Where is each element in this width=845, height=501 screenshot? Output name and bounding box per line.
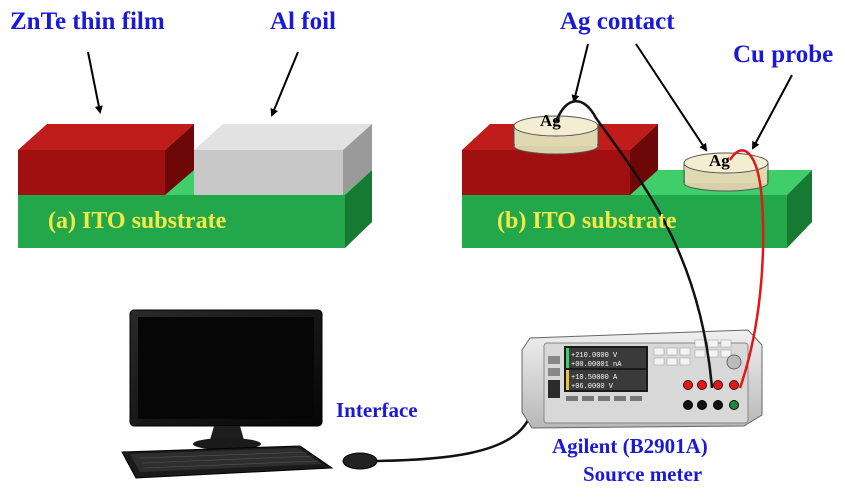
- al-block-side: [343, 124, 372, 195]
- label-substrate-a: (a) ITO substrate: [48, 208, 227, 234]
- substrate-a: [18, 124, 372, 248]
- meter-reading-4: +06.0000 V: [571, 383, 614, 391]
- znte-block-b-front: [462, 150, 630, 195]
- red-wire: [728, 149, 765, 389]
- al-block-front: [194, 150, 343, 195]
- label-ag-contact: Ag contact: [560, 8, 675, 35]
- label-meter-name: Source meter: [583, 462, 703, 486]
- arrow-ag-contact-2: [635, 43, 708, 152]
- meter-reading-2: +00.00001 nA: [571, 361, 622, 369]
- substrate-a-front: [18, 195, 345, 248]
- keyboard: [121, 445, 334, 479]
- label-cu-probe: Cu probe: [733, 41, 834, 68]
- meter-reading-3: +10.50000 A: [571, 374, 618, 382]
- substrate-a-side: [345, 170, 372, 248]
- arrow-al-foil: [270, 51, 299, 117]
- monitor: [129, 309, 323, 450]
- ag-disc-1: [513, 115, 599, 155]
- label-znte-film: ZnTe thin film: [10, 8, 165, 35]
- meter-reading-1: +210.0000 V: [571, 352, 618, 360]
- label-ag-2: Ag: [709, 151, 730, 170]
- substrate-b-side: [787, 170, 812, 248]
- label-interface: Interface: [336, 398, 418, 422]
- znte-block-a-front: [18, 150, 165, 195]
- source-meter: +210.0000 V +00.00001 nA +10.50000 A +06…: [521, 329, 763, 429]
- arrow-znte: [87, 51, 103, 114]
- computer: [121, 309, 378, 479]
- substrate-b-front: [462, 195, 787, 248]
- label-substrate-b: (b) ITO substrate: [497, 208, 677, 234]
- ag-disc-2: [683, 152, 769, 192]
- meter-terminals: [683, 380, 739, 410]
- znte-block-a-side: [165, 124, 194, 195]
- arrow-cu-probe: [752, 74, 793, 150]
- black-wire: [554, 100, 714, 389]
- arrow-ag-contact-1: [571, 43, 589, 103]
- label-ag-1: Ag: [540, 111, 561, 130]
- label-al-foil: Al foil: [270, 8, 336, 35]
- al-block-top: [194, 124, 372, 150]
- mouse: [342, 452, 378, 470]
- znte-block-a-top: [18, 124, 194, 150]
- label-meter-model: Agilent (B2901A): [552, 434, 708, 458]
- pointer-arrows: [87, 43, 793, 152]
